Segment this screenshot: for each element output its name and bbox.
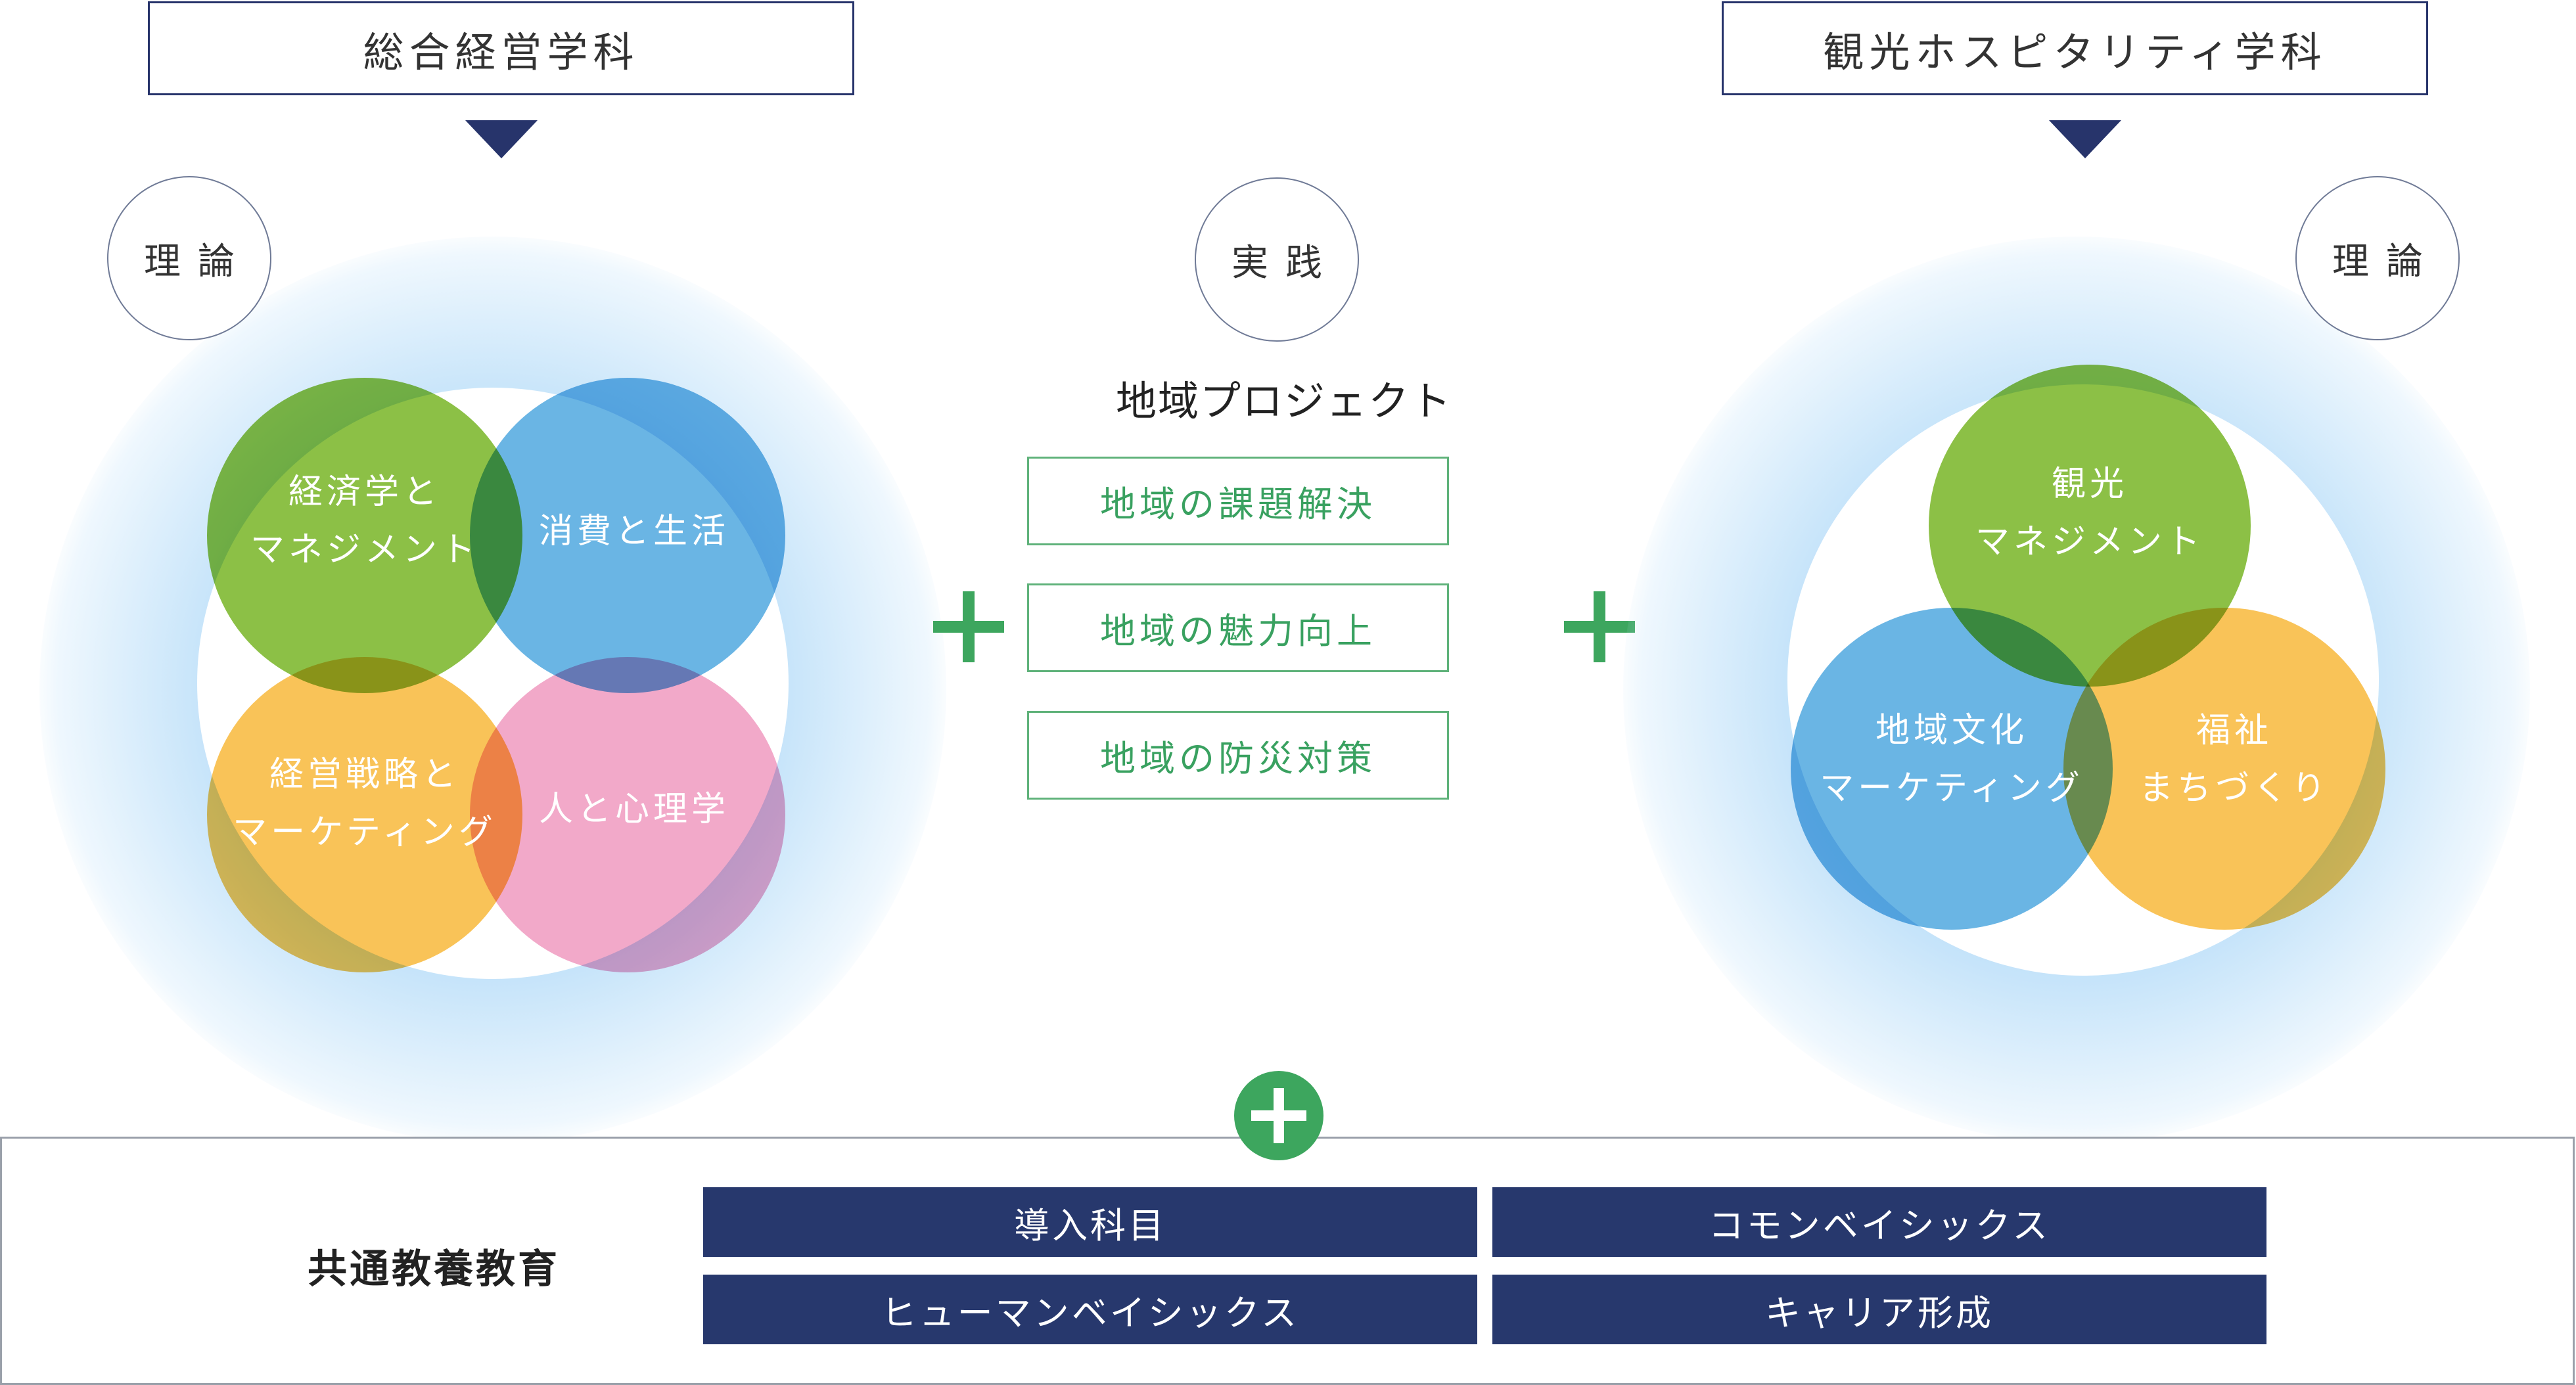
plus-icon-bar bbox=[1274, 1088, 1284, 1143]
venn-label-tourism: 観光 マネジメント bbox=[1929, 455, 2251, 571]
plus-icon bbox=[1234, 1071, 1323, 1160]
plus-icon-bar bbox=[963, 591, 975, 662]
common-item-career: キャリア形成 bbox=[1492, 1275, 2266, 1344]
venn-label-line: まちづくり bbox=[2138, 769, 2330, 808]
dept-title-hospitality: 観光ホスピタリティ学科 bbox=[1823, 28, 2327, 76]
project-item-problem: 地域の課題解決 bbox=[1027, 457, 1449, 545]
venn-label-line: マネジメント bbox=[250, 530, 479, 570]
venn-label-line: 経済学と bbox=[288, 472, 441, 512]
triangle-down-icon bbox=[465, 120, 538, 158]
venn-circle-culture bbox=[1791, 608, 2113, 930]
practice-circle: 実践 bbox=[1195, 177, 1359, 342]
project-item-label: 地域の魅力向上 bbox=[1100, 610, 1376, 652]
common-item-label: コモンベイシックス bbox=[1708, 1204, 2051, 1246]
venn-circle-psychology bbox=[470, 657, 785, 972]
venn-label-line: 経営戦略と bbox=[269, 755, 460, 794]
dept-box-hospitality: 観光ホスピタリティ学科 bbox=[1722, 1, 2428, 95]
common-item-intro: 導入科目 bbox=[703, 1187, 1477, 1257]
venn-label-line: 観光 bbox=[2051, 465, 2128, 504]
right-theory-circle: 理論 bbox=[2295, 176, 2460, 340]
common-item-label: キャリア形成 bbox=[1765, 1292, 1994, 1334]
triangle-down-icon bbox=[2049, 120, 2121, 158]
venn-label-welfare: 福祉 まちづくり bbox=[2093, 702, 2376, 817]
common-education-panel: 共通教養教育 導入科目 コモンベイシックス ヒューマンベイシックス キャリア形成 bbox=[0, 1137, 2575, 1385]
common-education-label: 共通教養教育 bbox=[308, 1246, 560, 1292]
venn-label-line: マーケティング bbox=[233, 813, 497, 852]
project-item-disaster: 地域の防災対策 bbox=[1027, 711, 1449, 800]
left-theory-circle: 理論 bbox=[107, 176, 271, 340]
common-item-human-basics: ヒューマンベイシックス bbox=[703, 1275, 1477, 1344]
venn-label-line: 地域文化 bbox=[1875, 711, 2028, 750]
project-title: 地域プロジェクト bbox=[1116, 377, 1453, 425]
common-item-label: ヒューマンベイシックス bbox=[881, 1292, 1300, 1334]
venn-label-psychology: 人と心理学 bbox=[503, 781, 766, 838]
venn-label-line: 福祉 bbox=[2196, 711, 2272, 750]
plus-icon-bar bbox=[1594, 591, 1605, 662]
theory-label: 理論 bbox=[144, 240, 252, 283]
common-item-common-basics: コモンベイシックス bbox=[1492, 1187, 2266, 1257]
venn-label-consumption: 消費と生活 bbox=[503, 503, 766, 560]
common-item-label: 導入科目 bbox=[1014, 1204, 1166, 1246]
dept-box-management: 総合経営学科 bbox=[148, 1, 854, 95]
venn-label-strategy: 経営戦略と マーケティング bbox=[207, 746, 522, 861]
project-item-label: 地域の課題解決 bbox=[1100, 484, 1376, 525]
theory-label: 理論 bbox=[2332, 240, 2440, 283]
project-item-appeal: 地域の魅力向上 bbox=[1027, 583, 1449, 672]
venn-label-economics: 経済学と マネジメント bbox=[207, 463, 522, 579]
plus-icon bbox=[933, 591, 1004, 662]
venn-label-line: 人と心理学 bbox=[538, 790, 729, 829]
venn-label-line: マネジメント bbox=[1975, 522, 2204, 562]
plus-icon bbox=[1564, 591, 1635, 662]
venn-label-line: 消費と生活 bbox=[538, 512, 729, 551]
venn-circle-welfare bbox=[2063, 608, 2385, 930]
practice-label: 実践 bbox=[1231, 241, 1339, 284]
venn-circle-consumption bbox=[470, 378, 785, 693]
dept-title-management: 総合経営学科 bbox=[363, 28, 639, 76]
project-item-label: 地域の防災対策 bbox=[1100, 738, 1376, 779]
venn-label-culture: 地域文化 マーケティング bbox=[1797, 702, 2106, 817]
venn-label-line: マーケティング bbox=[1820, 769, 2084, 808]
